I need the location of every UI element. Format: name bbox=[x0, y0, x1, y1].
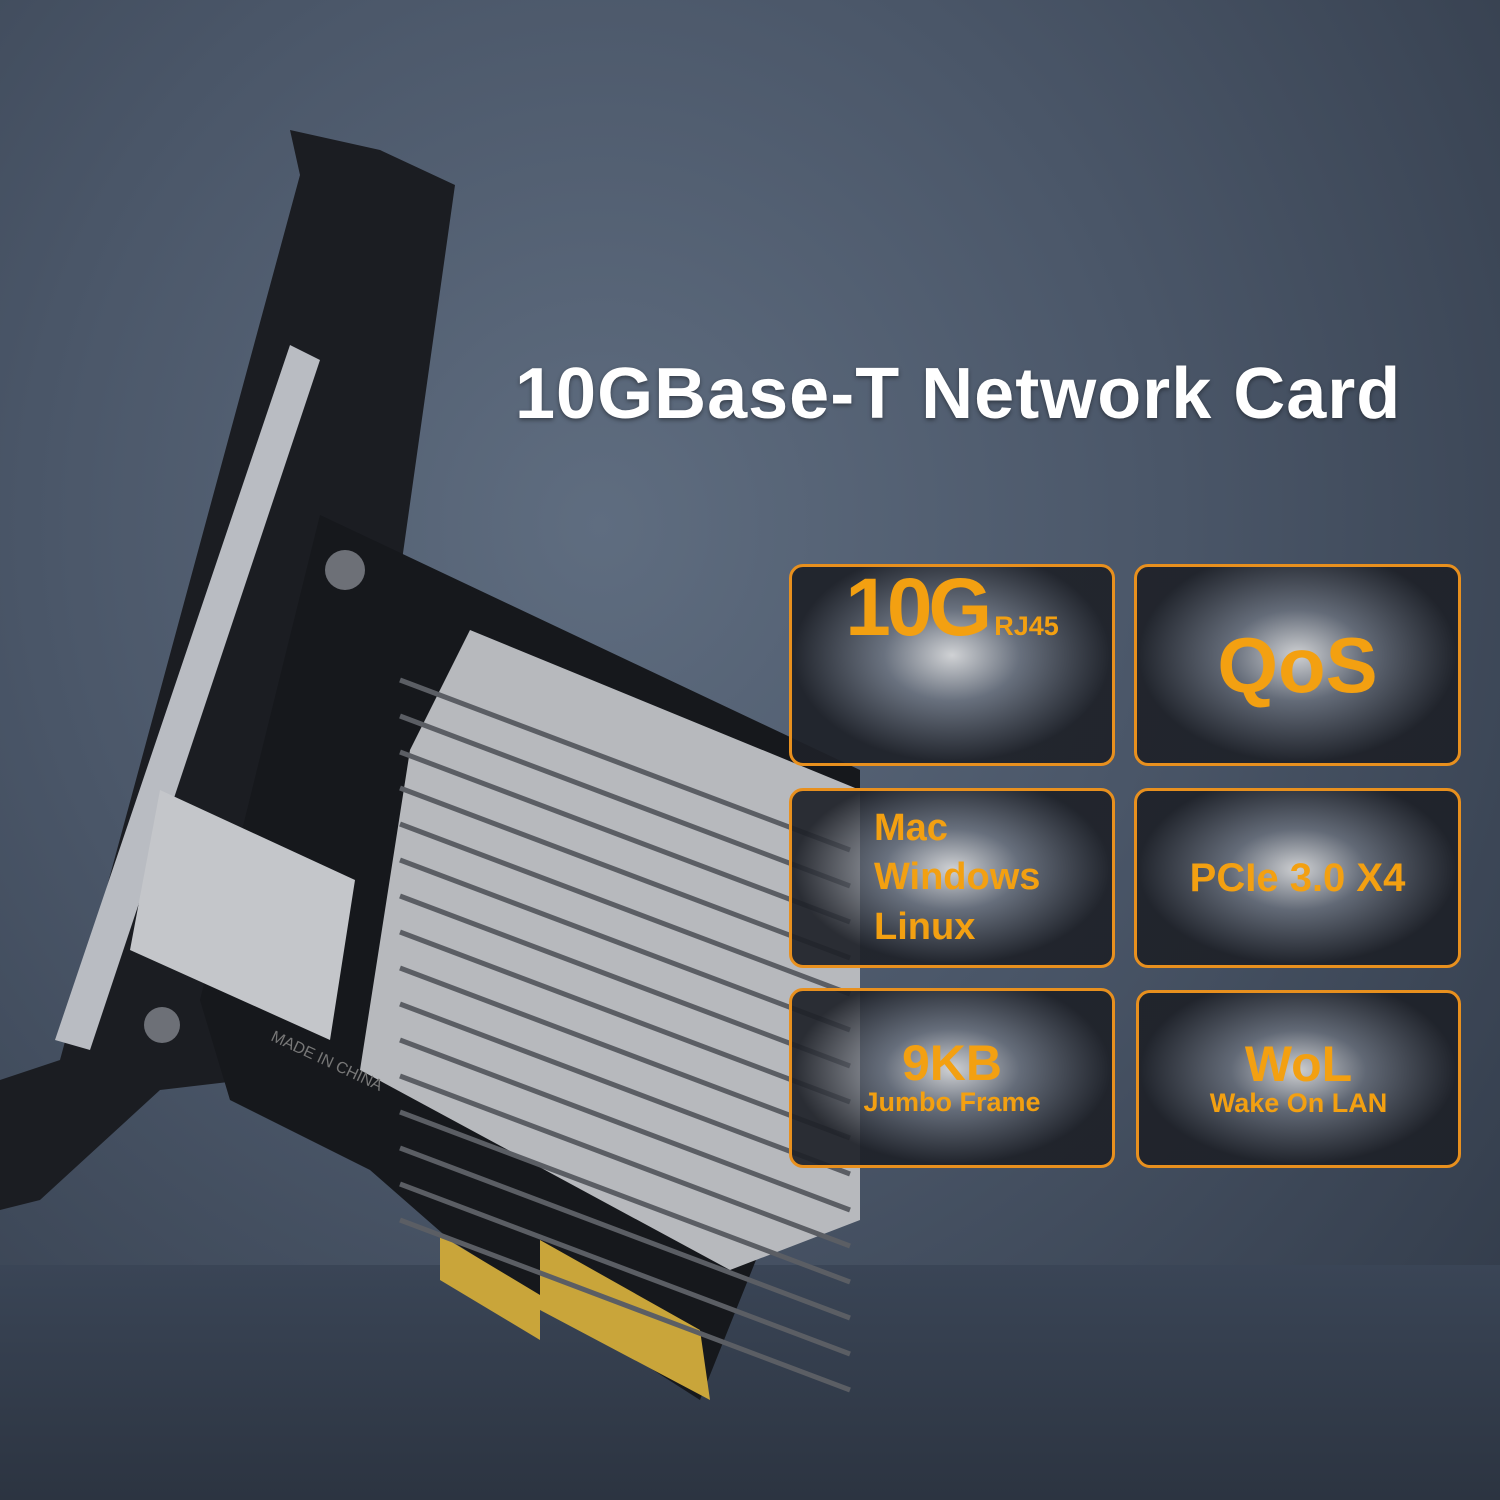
background-floor bbox=[0, 1265, 1500, 1500]
heatsink-fin bbox=[399, 1073, 851, 1249]
os-linux: Linux bbox=[874, 905, 976, 948]
badge-main: PCIe 3.0 X4 bbox=[1189, 855, 1406, 900]
os-windows: Windows bbox=[874, 856, 1041, 899]
badge-10g: 10G RJ45 bbox=[789, 564, 1115, 766]
badge-sub: Jumbo Frame bbox=[863, 1087, 1041, 1118]
badge-os-support: Mac Windows Linux bbox=[789, 788, 1115, 968]
heatsink-fin bbox=[399, 893, 851, 1069]
heatsink-fin bbox=[399, 785, 851, 961]
badge-wol: WoL Wake On LAN bbox=[1136, 990, 1461, 1168]
badge-main: 10G bbox=[845, 562, 992, 653]
rj45-port bbox=[130, 790, 355, 1040]
badge-sub: RJ45 bbox=[994, 611, 1059, 641]
heatsink-fin bbox=[399, 1145, 851, 1321]
gold-fingers bbox=[440, 1235, 710, 1400]
heatsink-fin bbox=[399, 1037, 851, 1213]
badge-pcie: PCIe 3.0 X4 bbox=[1134, 788, 1461, 968]
heatsink-fin bbox=[399, 821, 851, 997]
heatsink-fin bbox=[399, 713, 851, 889]
badge-main: 9KB bbox=[901, 1035, 1003, 1092]
badge-main: WoL bbox=[1244, 1036, 1353, 1093]
bracket-edge bbox=[55, 345, 320, 1050]
page-title: 10GBase-T Network Card bbox=[515, 354, 1402, 434]
heatsink-fin bbox=[399, 749, 851, 925]
heatsink-fin bbox=[399, 1001, 851, 1177]
heatsink-fin bbox=[399, 1217, 851, 1393]
os-mac: Mac bbox=[874, 806, 948, 849]
screw bbox=[325, 550, 365, 590]
heatsink-fin bbox=[399, 965, 851, 1141]
heatsink-fin bbox=[399, 857, 851, 1033]
heatsink-fin bbox=[399, 929, 851, 1105]
screw bbox=[144, 1007, 180, 1043]
heatsink-fin bbox=[399, 1181, 851, 1357]
badge-qos: QoS bbox=[1134, 564, 1461, 766]
badge-main: QoS bbox=[1217, 621, 1378, 709]
heatsink-fins bbox=[399, 677, 851, 1393]
badge-jumbo-frame: 9KB Jumbo Frame bbox=[789, 988, 1115, 1168]
heatsink-fin bbox=[399, 677, 851, 853]
heatsink-fin bbox=[399, 1109, 851, 1285]
badge-sub: Wake On LAN bbox=[1209, 1088, 1388, 1119]
